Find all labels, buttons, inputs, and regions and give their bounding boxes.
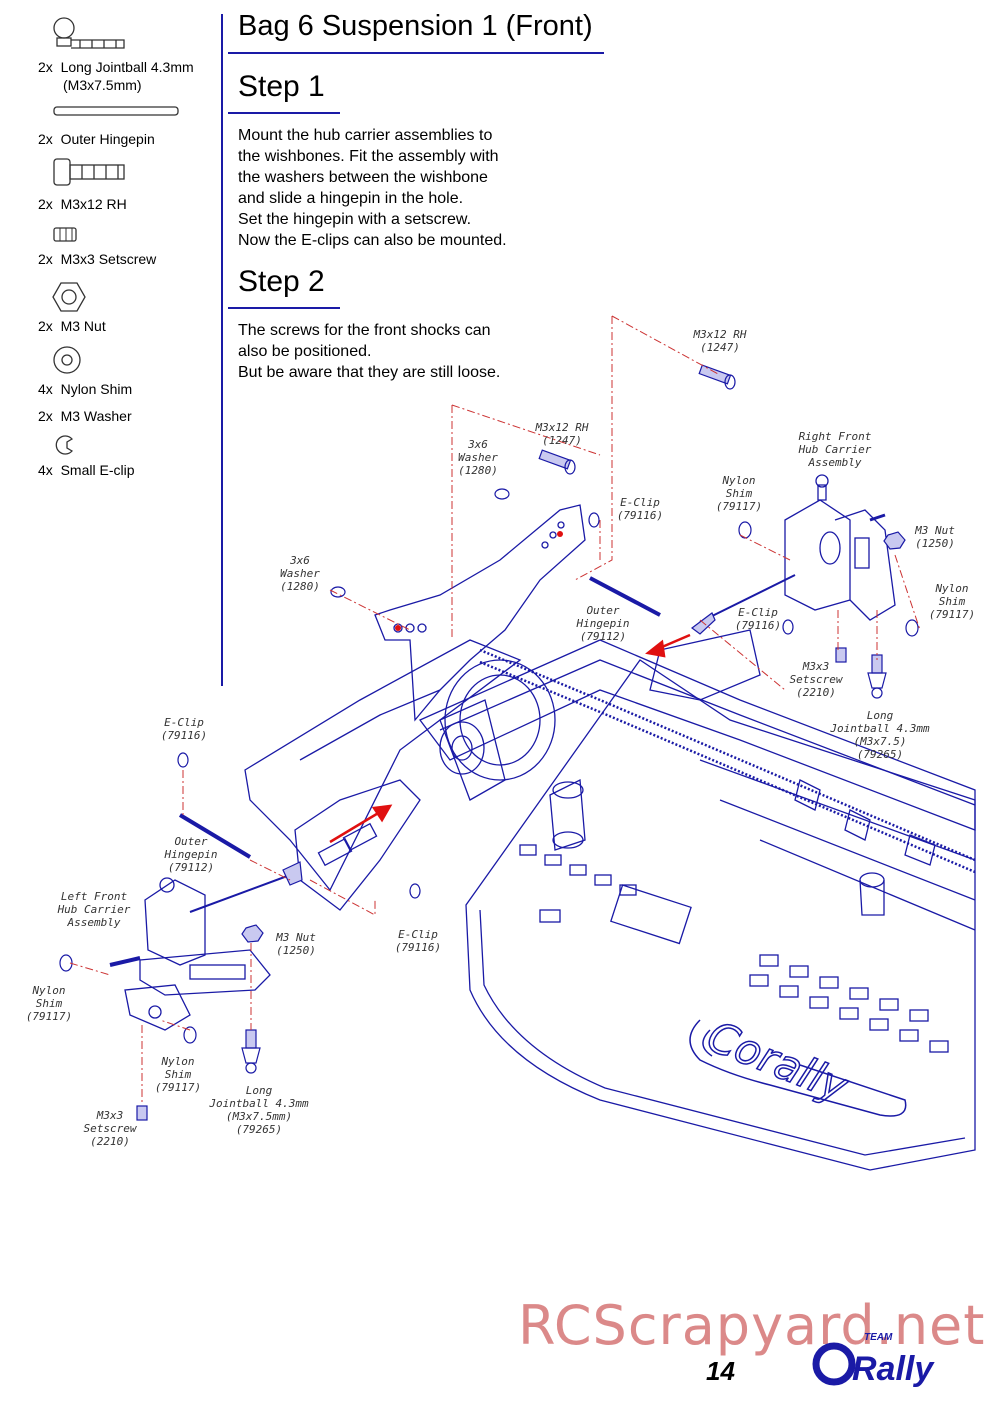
label-eclip-left-top: E-Clip (79116) [160, 716, 208, 742]
hingepin-icon [53, 106, 179, 116]
parts-item-jointball: 2x Long Jointball 4.3mm (M3x7.5mm) [38, 58, 194, 94]
step1-heading: Step 1 [238, 70, 325, 103]
label-outer-hingepin-left: Outer Hingepin (79112) [164, 835, 218, 874]
label-m3x12-top: M3x12 RH (1247) [693, 328, 747, 354]
step2-heading: Step 2 [238, 265, 325, 298]
chassis-logo: Corally [689, 1011, 907, 1117]
label-nylon-shim-right-top: Nylon Shim (79117) [715, 474, 763, 513]
label-eclip-top: E-Clip (79116) [616, 496, 664, 522]
part-qty: 2x [38, 318, 53, 334]
top-deck [418, 639, 976, 831]
part-name: Nylon Shim [60, 381, 133, 397]
svg-text:TEAM: TEAM [864, 1332, 893, 1343]
parts-item-setscrew: 2x M3x3 Setscrew [38, 250, 156, 268]
chassis-plate-inner [479, 909, 966, 1156]
step2-text: The screws for the front shocks can also… [238, 322, 501, 381]
label-washer-top: 3x6 Washer (1280) [458, 438, 498, 477]
part-qty: 4x [38, 381, 53, 397]
left-hub-carrier [109, 877, 271, 1031]
svg-text:Rally: Rally [852, 1350, 935, 1388]
title-rule [228, 52, 604, 54]
parts-item-eclip: 4x Small E-clip [38, 461, 134, 479]
part-name: Outer Hingepin [60, 131, 155, 147]
label-nylon-shim-left-bottom: Nylon Shim (79117) [154, 1055, 202, 1094]
label-setscrew-left: M3x3 Setscrew (2210) [83, 1109, 137, 1148]
part-qty: 2x [38, 408, 53, 424]
team-corally-logo: TEAM Rally [812, 1332, 935, 1388]
svg-text:Corally: Corally [701, 1011, 856, 1112]
drive-belt [479, 648, 976, 862]
right-hub-carrier [784, 474, 896, 621]
jointball-icon [53, 17, 125, 49]
label-jointball-left: Long Jointball 4.3mm (M3x7.5mm) (79265) [209, 1084, 309, 1136]
label-nylon-shim-right: Nylon Shim (79117) [928, 582, 976, 621]
label-eclip-left-bottom: E-Clip (79116) [394, 928, 442, 954]
chassis-slots [519, 844, 949, 1053]
eclip-icon [55, 435, 74, 455]
part-name: M3x12 RH [60, 196, 127, 212]
part-qty: 4x [38, 462, 53, 478]
hardware [59, 364, 919, 1121]
page-number: 14 [706, 1356, 735, 1386]
parts-item-washer: 2x M3 Washer [38, 407, 132, 425]
part-qty: 2x [38, 196, 53, 212]
label-m3nut-left: M3 Nut (1250) [276, 931, 316, 957]
label-washer-left: 3x6 Washer (1280) [280, 554, 320, 593]
chassis-plate [465, 659, 976, 1171]
screw-icon [53, 158, 125, 186]
page-title: Bag 6 Suspension 1 (Front) [238, 10, 593, 42]
parts-item-hingepin: 2x Outer Hingepin [38, 130, 155, 148]
label-right-hub-carrier: Right Front Hub Carrier Assembly [798, 430, 872, 469]
part-qty: 2x [38, 59, 53, 75]
part-name: M3 Nut [60, 318, 106, 334]
label-setscrew-right: M3x3 Setscrew (2210) [789, 660, 843, 699]
step2-rule [228, 307, 340, 309]
parts-item-screw: 2x M3x12 RH [38, 195, 127, 213]
label-nylon-shim-left: Nylon Shim (79117) [25, 984, 73, 1023]
part-name: Small E-clip [60, 462, 135, 478]
column-divider [221, 14, 223, 686]
step1-text: Mount the hub carrier assemblies to the … [238, 127, 507, 249]
part-name: Long Jointball 4.3mm [60, 59, 194, 75]
bulkhead-left [439, 721, 485, 775]
label-m3nut-right: M3 Nut (1250) [915, 524, 955, 550]
step1-rule [228, 112, 340, 114]
label-m3x12-mid: M3x12 RH (1247) [535, 421, 589, 447]
shim-icon [53, 346, 81, 374]
label-left-hub-carrier: Left Front Hub Carrier Assembly [57, 890, 131, 929]
label-outer-hingepin-right: Outer Hingepin (79112) [576, 604, 630, 643]
watermark: RCScrapyard.net [518, 1294, 986, 1357]
nut-icon [52, 282, 86, 312]
part-qty: 2x [38, 131, 53, 147]
part-name: M3x3 Setscrew [60, 251, 157, 267]
front-lower-arm-plate [244, 639, 522, 892]
parts-item-shim: 4x Nylon Shim [38, 380, 132, 398]
shock-tower [374, 504, 586, 722]
part-name-sub: (M3x7.5mm) [63, 77, 142, 93]
label-jointball-right: Long Jointball 4.3mm (M3x7.5) (79265) [830, 709, 930, 761]
part-name: M3 Washer [60, 408, 132, 424]
parts-item-nut: 2x M3 Nut [38, 317, 106, 335]
front-arm-left [294, 779, 421, 911]
label-eclip-right: E-Clip (79116) [734, 606, 782, 632]
diff-pulley [444, 659, 556, 781]
front-arm-right [649, 629, 761, 701]
part-qty: 2x [38, 251, 53, 267]
setscrew-icon [53, 227, 77, 242]
